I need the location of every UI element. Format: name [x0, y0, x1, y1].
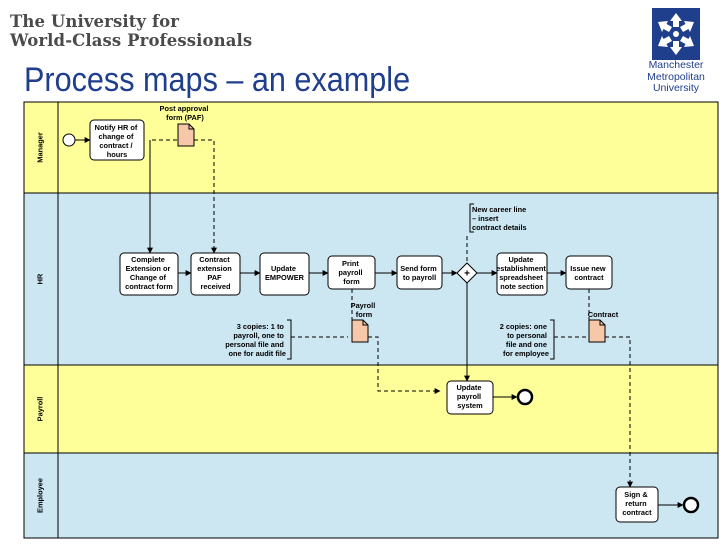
payroll-form-document-icon [351, 319, 369, 343]
task-print-payroll-label: Print payroll form [338, 259, 364, 286]
task-update-empower: Update EMPOWER [259, 252, 310, 296]
university-tagline: The University for World-Class Professio… [10, 12, 252, 50]
task-sign-return-label: Sign & return contract [622, 490, 652, 517]
document-contract: Contract [588, 310, 619, 343]
task-complete-extension-label: Complete Extension or Change of contract… [125, 255, 173, 291]
lane-label-hr: HR [36, 273, 45, 284]
tagline-line-1: The University for [10, 12, 180, 31]
annotation-three-copies-text: 3 copies: 1 to payroll, one to personal … [225, 322, 286, 358]
swimlanes: Manager HR Payroll Employee [23, 101, 719, 539]
lane-label-payroll: Payroll [36, 397, 45, 422]
task-complete-extension: Complete Extension or Change of contract… [119, 252, 179, 296]
lane-label-manager: Manager [36, 132, 45, 163]
page-title: Process maps – an example [24, 61, 411, 99]
task-update-empower-label: Update EMPOWER [265, 264, 305, 282]
tasks: Notify HR of change of contract / hours … [89, 119, 659, 523]
documents: Post approval form (PAF) Payroll form Co… [160, 104, 619, 343]
logo-wordmark: Manchester Metropolitan University [636, 59, 716, 95]
document-payroll-form: Payroll form [351, 301, 378, 343]
task-sign-return: Sign & return contract [615, 486, 659, 523]
end-event-payroll-icon [516, 388, 534, 406]
task-notify-hr-label: Notify HR of change of contract / hours [95, 123, 140, 159]
task-contract-received: Contract extension PAF received [190, 252, 241, 296]
assoc-payroll-form-to-system [368, 336, 441, 394]
task-notify-hr: Notify HR of change of contract / hours [89, 119, 145, 161]
task-contract-received-label: Contract extension PAF received [197, 255, 234, 291]
annotations: New career line – insert contract detail… [225, 203, 555, 360]
events [62, 133, 700, 514]
task-send-form-label: Send form to payroll [400, 264, 439, 282]
assoc-contract-to-sign [605, 336, 633, 488]
annotation-career-line-text: New career line – insert contract detail… [472, 205, 528, 232]
document-contract-label: Contract [588, 310, 619, 319]
task-update-payroll-label: Update payroll system [456, 383, 483, 410]
annotation-three-copies: 3 copies: 1 to payroll, one to personal … [225, 319, 292, 360]
task-update-spreadsheet-label: Update establishment spreadsheet note se… [496, 255, 548, 291]
document-paf-label: Post approval form (PAF) [160, 104, 211, 122]
mmu-emblem-icon [652, 8, 700, 60]
tagline-line-2: World-Class Professionals [10, 31, 253, 50]
connectors [75, 137, 684, 508]
task-send-form: Send form to payroll [396, 255, 443, 290]
annotation-two-copies-text: 2 copies: one to personal file and one f… [500, 322, 549, 358]
task-print-payroll: Print payroll form [327, 255, 376, 290]
task-update-payroll: Update payroll system [446, 380, 494, 415]
end-event-employee-icon [682, 496, 700, 514]
start-event-icon [62, 133, 76, 147]
task-update-spreadsheet: Update establishment spreadsheet note se… [496, 252, 548, 296]
lane-payroll: Payroll [23, 364, 719, 454]
university-logo: Manchester Metropolitan University [636, 8, 716, 94]
parallel-gateway-icon: + [456, 262, 478, 284]
task-issue-contract: Issue new contract [565, 255, 613, 290]
document-paf: Post approval form (PAF) [160, 104, 211, 147]
logo-line-2: Metropolitan [647, 70, 705, 83]
logo-line-1: Manchester [648, 59, 704, 71]
task-issue-contract-label: Issue new contract [570, 264, 607, 282]
lane-employee: Employee [23, 452, 719, 539]
paf-document-icon [177, 123, 195, 147]
annotation-two-copies: 2 copies: one to personal file and one f… [500, 319, 555, 360]
lane-label-employee: Employee [36, 478, 45, 513]
logo-line-3: University [652, 82, 700, 94]
document-payroll-form-label: Payroll form [351, 301, 378, 319]
contract-document-icon [588, 319, 606, 343]
gateway-symbol: + [464, 269, 470, 280]
annotation-career-line: New career line – insert contract detail… [469, 203, 528, 233]
